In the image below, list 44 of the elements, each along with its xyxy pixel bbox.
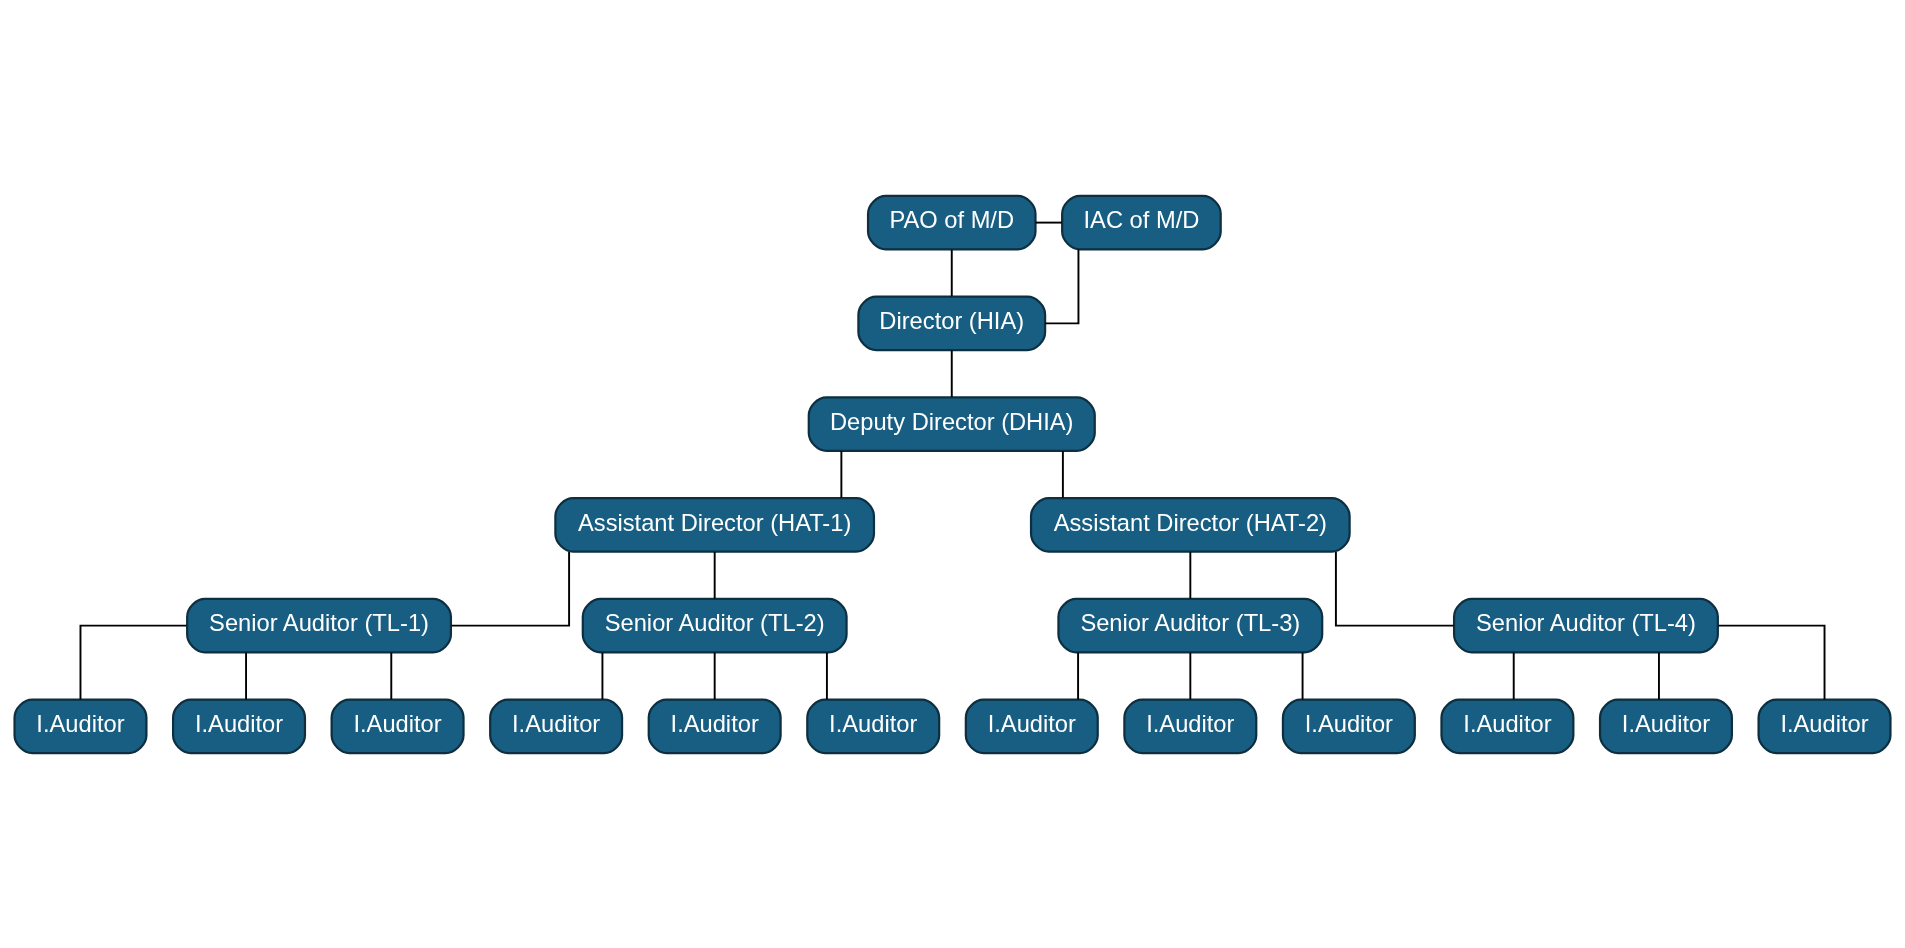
- connector: [245, 651, 248, 700]
- connector: [450, 550, 571, 627]
- connector: [825, 651, 828, 700]
- connector: [601, 651, 604, 700]
- connector: [713, 550, 716, 600]
- node-box: I.Auditor: [647, 698, 782, 754]
- connector: [840, 449, 843, 499]
- connector: [1189, 651, 1192, 700]
- connector: [1717, 624, 1826, 700]
- node-box: I.Auditor: [489, 698, 624, 754]
- connector: [1657, 651, 1660, 700]
- node-box: Senior Auditor (TL-3): [1057, 597, 1324, 653]
- node-box: Director (HIA): [857, 295, 1047, 351]
- node-box: I.Auditor: [172, 698, 307, 754]
- connector: [1044, 248, 1080, 324]
- connector: [1301, 651, 1304, 700]
- connector: [1061, 449, 1064, 499]
- node-box: Senior Auditor (TL-2): [581, 597, 848, 653]
- connector: [79, 624, 188, 700]
- node-box: I.Auditor: [964, 698, 1099, 754]
- node-box: I.Auditor: [1598, 698, 1733, 754]
- connector: [1034, 221, 1063, 224]
- node-box: I.Auditor: [330, 698, 465, 754]
- connector: [390, 651, 393, 700]
- node-box: Senior Auditor (TL-4): [1452, 597, 1719, 653]
- connector: [1077, 651, 1080, 700]
- node-box: IAC of M/D: [1061, 194, 1222, 250]
- node-box: I.Auditor: [1123, 698, 1258, 754]
- node-box: Senior Auditor (TL-1): [186, 597, 453, 653]
- node-box: Assistant Director (HAT-1): [554, 496, 876, 553]
- connector: [1189, 550, 1192, 600]
- node-box: I.Auditor: [1757, 698, 1892, 754]
- node-box: I.Auditor: [13, 698, 148, 754]
- node-box: Deputy Director (DHIA): [807, 395, 1096, 452]
- node-box: I.Auditor: [1281, 698, 1416, 754]
- node-box: I.Auditor: [806, 698, 941, 754]
- connector: [713, 651, 716, 700]
- connector: [950, 248, 953, 297]
- connector: [1334, 550, 1455, 627]
- connector: [1512, 651, 1515, 700]
- node-box: I.Auditor: [1440, 698, 1575, 754]
- node-box: Assistant Director (HAT-2): [1029, 496, 1351, 553]
- connector: [950, 348, 953, 398]
- node-box: PAO of M/D: [866, 194, 1037, 250]
